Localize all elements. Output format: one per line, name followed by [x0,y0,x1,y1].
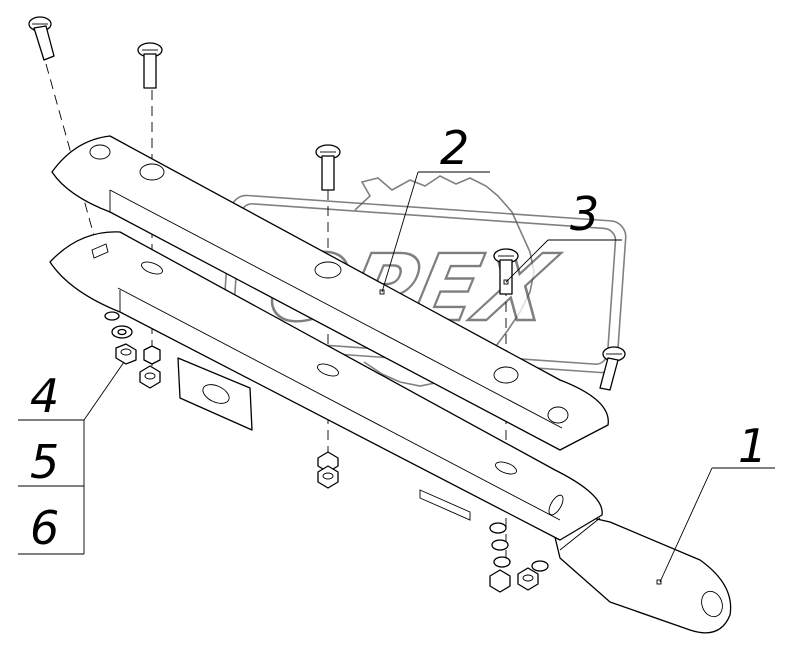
lower-bar-slot-4 [548,494,564,516]
bracket-tail [547,507,732,634]
lower-bar [49,231,603,541]
lower-bar-body [49,231,603,541]
washer [491,539,509,551]
lower-bar-slot-1 [141,261,163,275]
bolts [28,16,626,391]
washer [489,522,507,534]
bolt-1 [28,16,55,61]
bolt-2 [137,42,163,89]
callout-label: 4 [30,369,59,423]
callout-1: 1 [656,419,775,585]
upper-bar [51,135,609,451]
nut [139,365,161,389]
callout-4-5-6: 4 5 6 [18,361,125,555]
bolt-5 [599,346,626,391]
bolt-3 [315,144,341,191]
nut [317,451,339,473]
lower-bar-slot-3 [495,461,517,475]
callout-label: 5 [30,435,59,489]
fasteners [104,311,549,593]
callout-label: 2 [440,121,469,175]
nut [317,465,339,489]
nut [115,343,137,365]
upper-bar-hole-5 [547,406,569,424]
upper-bar-hole-4 [493,366,519,384]
upper-bar-body [51,135,609,451]
washer [117,328,127,336]
nut [517,567,539,591]
nut [143,345,161,365]
bracket-tail-hole [701,590,723,618]
callout-label: 1 [738,419,767,473]
upper-bar-hole-2 [139,163,165,181]
bolt-4 [493,248,519,295]
callout-label: 3 [570,187,599,241]
upper-bar-hole-1 [89,144,111,160]
part-1-bracket [547,507,732,634]
upper-bar-hole-3 [314,261,342,279]
nut [489,569,511,593]
callout-3: 3 [503,187,622,285]
washer [531,560,549,572]
callout-2: 2 [379,121,490,295]
washer [493,556,511,568]
lower-bar-clamp [177,357,253,431]
washer [104,311,120,321]
callout-label: 6 [30,501,59,555]
lower-bar-slot-2 [317,363,339,377]
